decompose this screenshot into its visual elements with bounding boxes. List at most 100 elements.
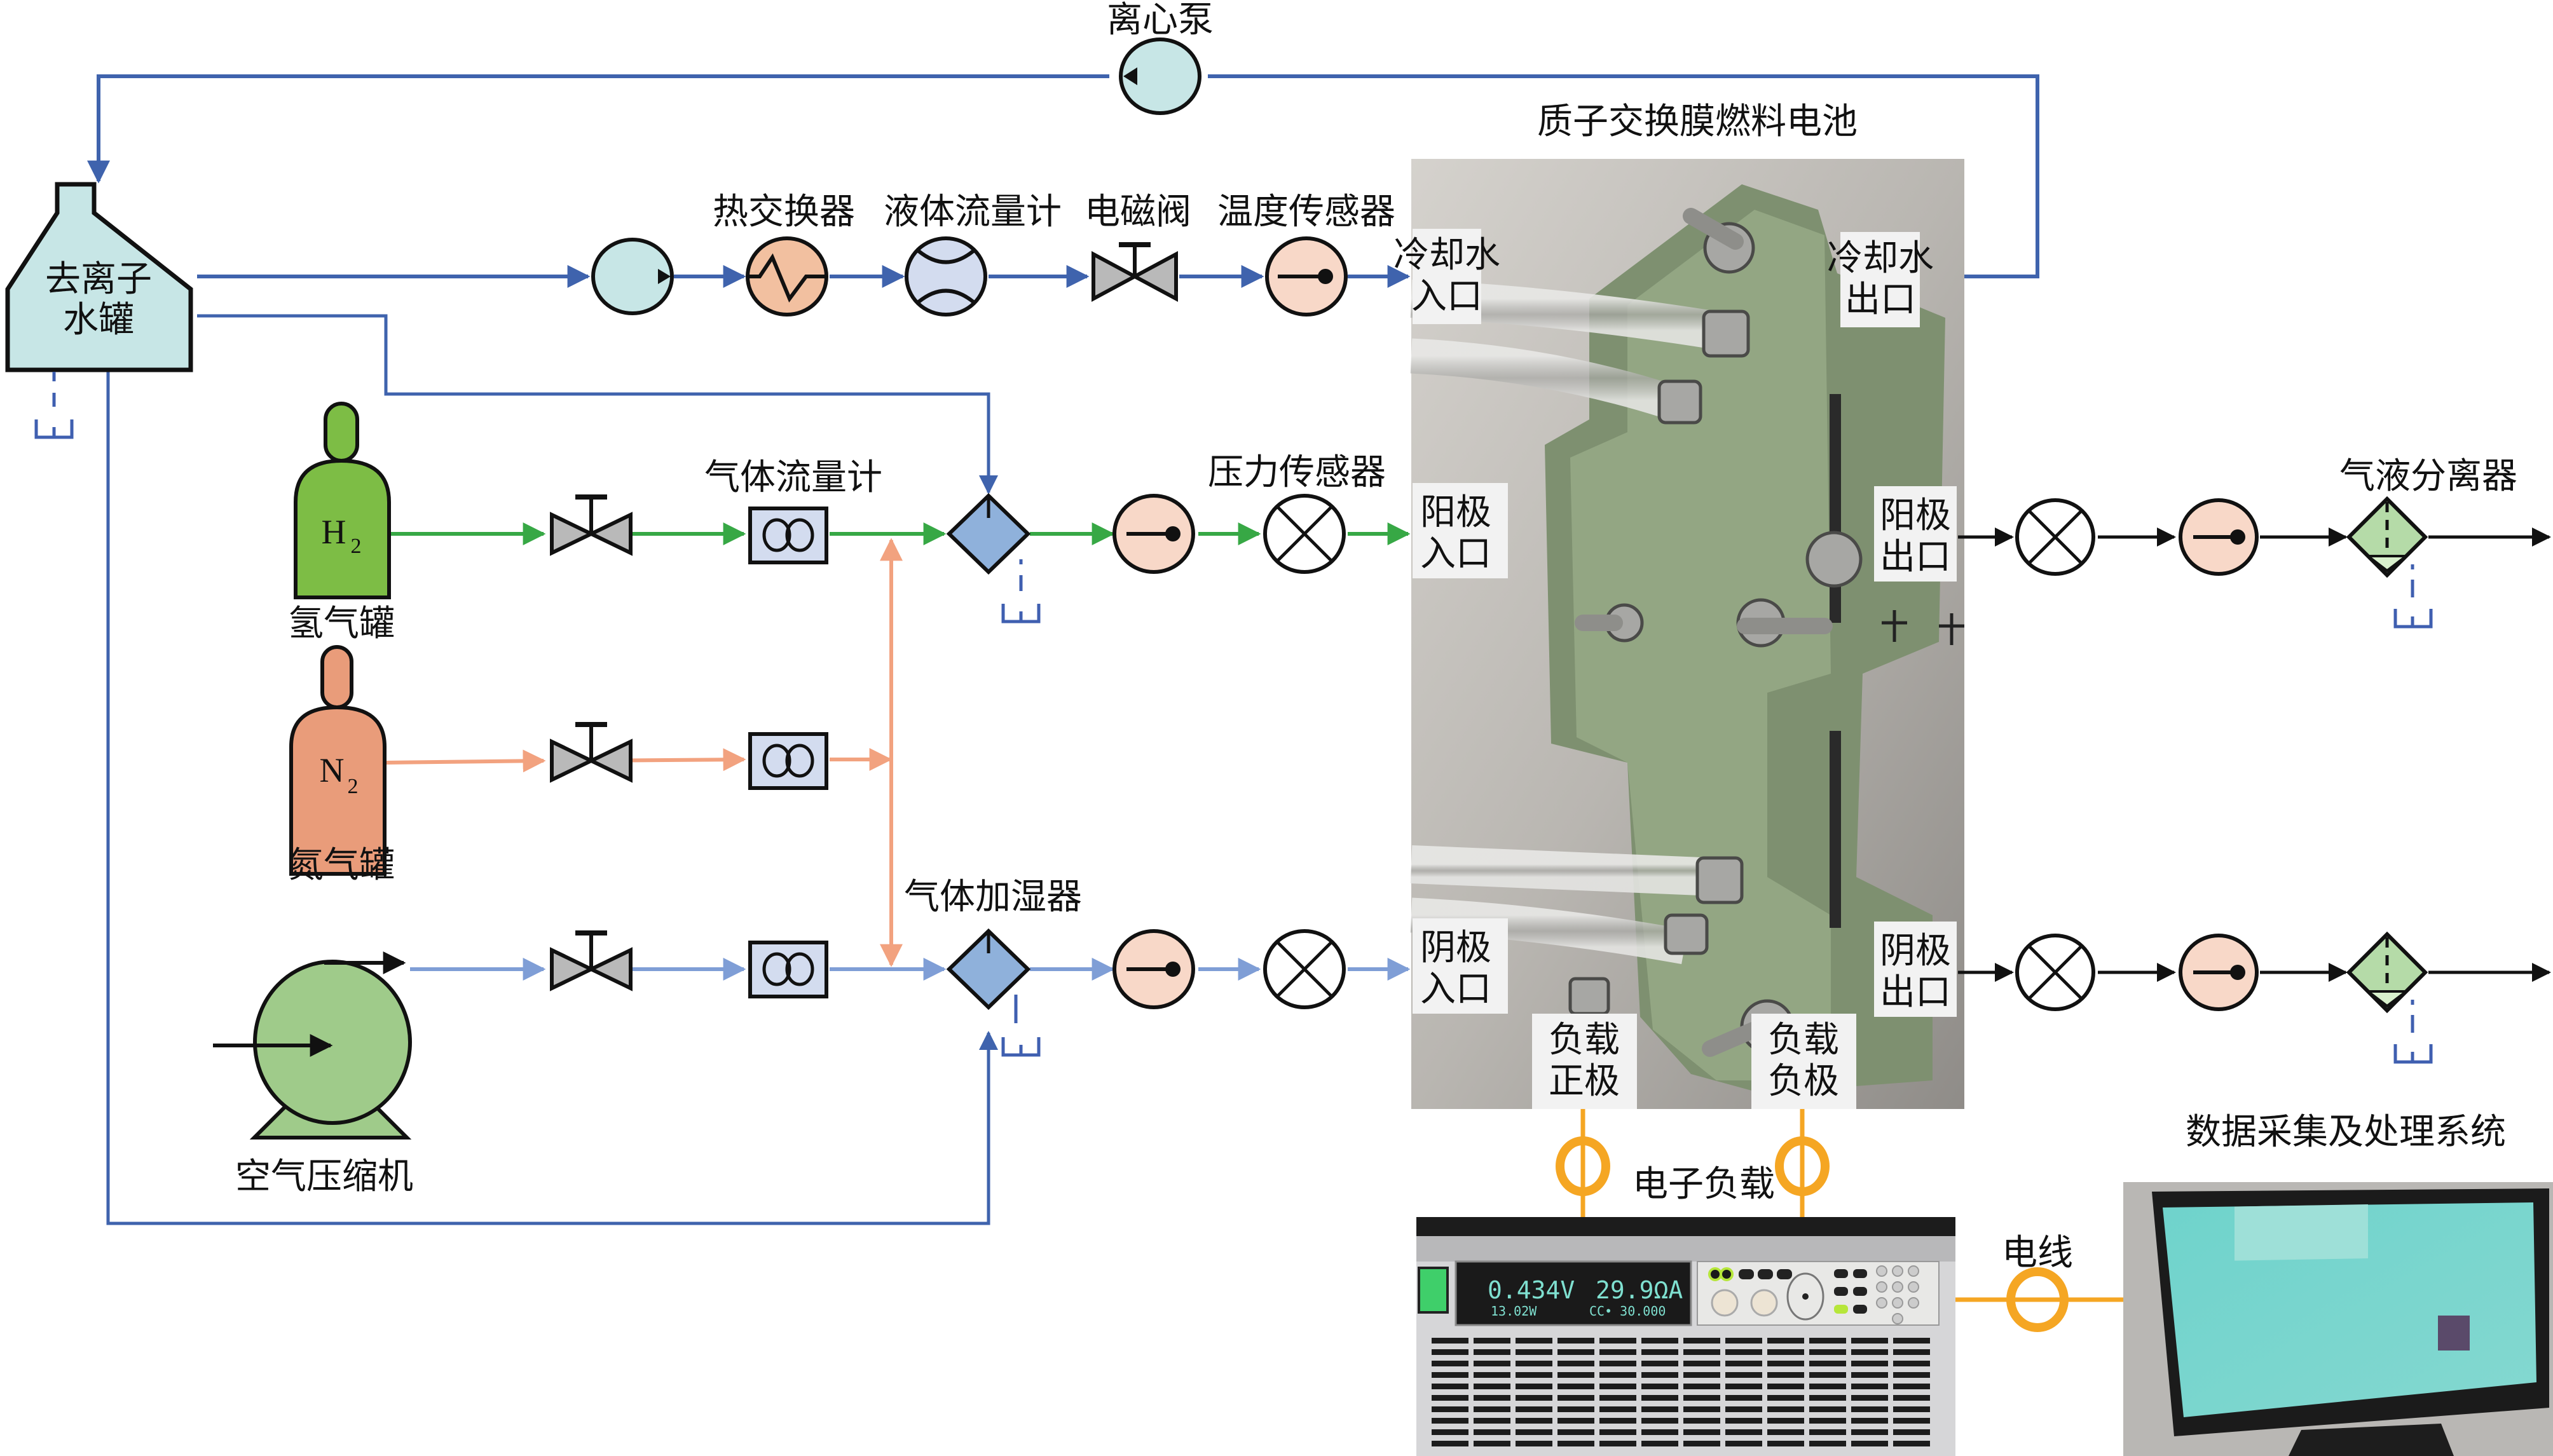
- vent-slot: [1809, 1338, 1846, 1344]
- vent-slot: [1767, 1441, 1804, 1446]
- vent-slot: [1432, 1338, 1468, 1344]
- centrifugal-pump-label: 离心泵: [1107, 0, 1214, 41]
- vent-slot: [1809, 1372, 1846, 1378]
- vent-slot: [1683, 1338, 1720, 1344]
- vent-slot: [1767, 1429, 1804, 1435]
- wire-label: 电线: [2002, 1232, 2073, 1274]
- anode-humidifier[interactable]: [946, 493, 1031, 575]
- air-gas-flowmeter[interactable]: [748, 941, 828, 998]
- vent-slot: [1599, 1406, 1636, 1412]
- vent-slot: [1683, 1349, 1720, 1355]
- knob-left: [1711, 1289, 1739, 1317]
- cathode-pressure-sensor[interactable]: [1263, 929, 1346, 1009]
- port-cathode-out: 阴极 出口: [1874, 922, 1957, 1017]
- vent-slot: [1474, 1406, 1510, 1412]
- vent-slot: [1474, 1384, 1510, 1389]
- vent-slot: [1432, 1418, 1468, 1424]
- vent-slot: [1432, 1406, 1468, 1412]
- vent-slot: [1432, 1361, 1468, 1366]
- svg-text:阳极: 阳极: [1880, 495, 1951, 536]
- nitrogen-cylinder[interactable]: N 2 氮气罐: [288, 645, 395, 886]
- vent-slot: [1683, 1441, 1720, 1446]
- hydrogen-manual-valve[interactable]: [550, 494, 633, 556]
- vent-slot: [1516, 1395, 1552, 1401]
- svg-text:负载: 负载: [1549, 1019, 1620, 1061]
- vent-slot: [1641, 1361, 1678, 1366]
- cathode-temperature-sensor[interactable]: [1112, 929, 1195, 1009]
- electrical-wires: [1580, 1109, 2123, 1302]
- vent-slot: [1557, 1406, 1594, 1412]
- load-current-readout: 29.9ΩA: [1596, 1276, 1683, 1304]
- vent-slot: [1809, 1418, 1846, 1424]
- daq-monitor[interactable]: [2123, 1182, 2553, 1456]
- vent-slot: [1557, 1349, 1594, 1355]
- vent-slot: [1725, 1395, 1762, 1401]
- vent-slot: [1557, 1429, 1594, 1435]
- anode-temperature-sensor[interactable]: [1112, 494, 1195, 574]
- vent-slot: [1599, 1338, 1636, 1344]
- cathode-outlet-temperature-sensor[interactable]: [2179, 934, 2259, 1011]
- vent-slot: [1767, 1406, 1804, 1412]
- vent-slot: [1893, 1338, 1930, 1344]
- vent-slot: [1557, 1384, 1594, 1389]
- vent-slot: [1599, 1372, 1636, 1378]
- vent-slot: [1641, 1395, 1678, 1401]
- vent-slot: [1809, 1406, 1846, 1412]
- hydrogen-cylinder[interactable]: H 2 氢气罐: [288, 402, 395, 644]
- heat-exchanger[interactable]: 热交换器: [713, 191, 855, 316]
- vent-slot: [1725, 1441, 1762, 1446]
- air-manual-valve[interactable]: [550, 930, 633, 991]
- vent-slot: [1641, 1406, 1678, 1412]
- vent-slot: [1474, 1441, 1510, 1446]
- vent-slot: [1599, 1395, 1636, 1401]
- svg-text:入口: 入口: [1420, 533, 1491, 575]
- nitrogen-gas-flowmeter[interactable]: [748, 732, 828, 790]
- vent-slot: [1474, 1395, 1510, 1401]
- vent-slot: [1683, 1429, 1720, 1435]
- centrifugal-pump[interactable]: 离心泵: [1107, 0, 1214, 115]
- temperature-sensor[interactable]: 温度传感器: [1217, 191, 1395, 316]
- electronic-load-label: 电子负载: [1632, 1164, 1775, 1205]
- vent-slot: [1725, 1384, 1762, 1389]
- load-control-panel[interactable]: [1697, 1261, 1940, 1326]
- vent-slot: [1893, 1395, 1930, 1401]
- di-water-tank[interactable]: 去离子 水罐: [5, 182, 193, 372]
- hydrogen-gas-flowmeter[interactable]: 气体流量计: [704, 457, 882, 564]
- vent-slot: [1641, 1349, 1678, 1355]
- anode-outlet-temperature-sensor[interactable]: [2179, 498, 2259, 576]
- coolant-pump[interactable]: [591, 238, 674, 315]
- liquid-flowmeter[interactable]: 液体流量计: [884, 191, 1062, 316]
- air-compressor[interactable]: 空气压缩机: [213, 951, 413, 1197]
- svg-text:负极: 负极: [1768, 1061, 1839, 1102]
- port-coolant-in: 冷却水 入口: [1393, 229, 1500, 324]
- vent-slot: [1851, 1349, 1888, 1355]
- anode-pressure-sensor[interactable]: 压力传感器: [1208, 452, 1386, 574]
- cathode-gas-liquid-separator[interactable]: [2346, 931, 2428, 1014]
- vent-slot: [1599, 1429, 1636, 1435]
- nitrogen-manual-valve[interactable]: [550, 722, 633, 783]
- vent-slot: [1893, 1384, 1930, 1389]
- vent-slot: [1599, 1441, 1636, 1446]
- anode-outlet-pressure-sensor[interactable]: [2015, 498, 2095, 576]
- cathode-humidifier[interactable]: 气体加湿器: [904, 876, 1082, 1010]
- n2-symbol: N: [320, 751, 345, 789]
- coolant-return-line: [87, 74, 2039, 278]
- vent-slot: [1641, 1418, 1678, 1424]
- vent-slot: [1725, 1372, 1762, 1378]
- cathode-outlet-pressure-sensor[interactable]: [2015, 934, 2095, 1011]
- vent-slot: [1432, 1395, 1468, 1401]
- vent-slot: [1725, 1338, 1762, 1344]
- cathode-separator-drain-icon: [2393, 1000, 2433, 1064]
- anode-gas-liquid-separator[interactable]: 气液分离器: [2339, 456, 2517, 578]
- power-switch[interactable]: [1418, 1267, 1449, 1314]
- vent-slot: [1809, 1349, 1846, 1355]
- vent-slot: [1641, 1441, 1678, 1446]
- vent-slot: [1767, 1395, 1804, 1401]
- solenoid-valve[interactable]: 电磁阀: [1085, 191, 1191, 303]
- pump-direction-icon: [1123, 67, 1137, 85]
- electronic-load[interactable]: 0.434V 29.9ΩA 13.02W CC• 30.000: [1416, 1217, 1955, 1456]
- vent-slot: [1767, 1384, 1804, 1389]
- vent-slot: [1893, 1429, 1930, 1435]
- pump-direction-icon: [658, 269, 671, 284]
- vent-slot: [1432, 1372, 1468, 1378]
